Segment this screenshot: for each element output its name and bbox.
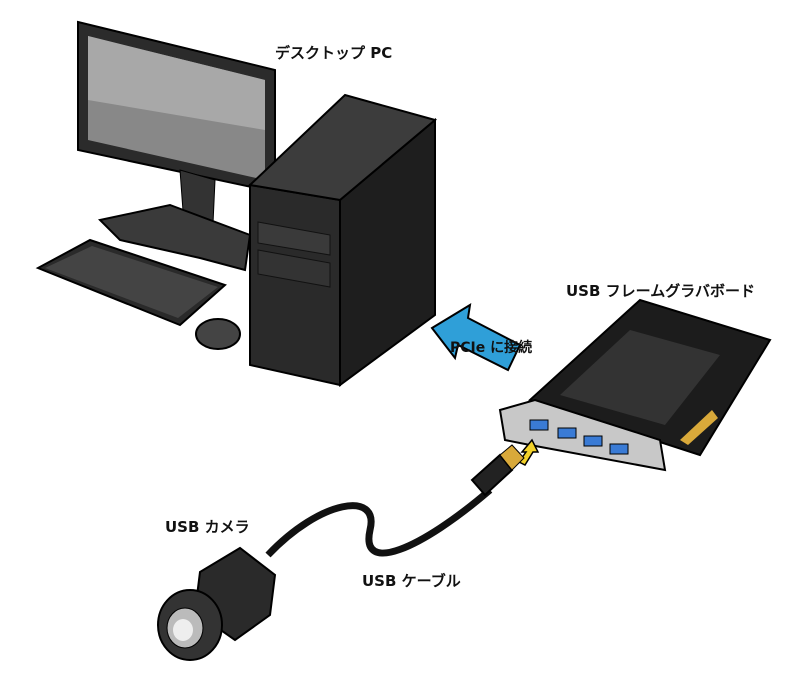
desktop-tower <box>247 93 438 387</box>
usb-cable-label: USB ケーブル <box>362 572 461 590</box>
desktop-pc-label: デスクトップ PC <box>275 44 393 62</box>
pcie-arrow <box>430 303 522 372</box>
pcie-connect-label: PCIe に接続 <box>450 340 533 356</box>
usb-cable <box>265 487 493 558</box>
mouse <box>195 318 241 350</box>
usb-camera-label: USB カメラ <box>165 518 250 536</box>
frame-grabber-label: USB フレームグラバボード <box>566 282 756 300</box>
keyboard <box>35 238 227 327</box>
frame-grabber-board <box>498 298 772 472</box>
usb-camera <box>157 546 277 661</box>
usb-plug <box>470 444 525 497</box>
monitor <box>77 20 276 272</box>
